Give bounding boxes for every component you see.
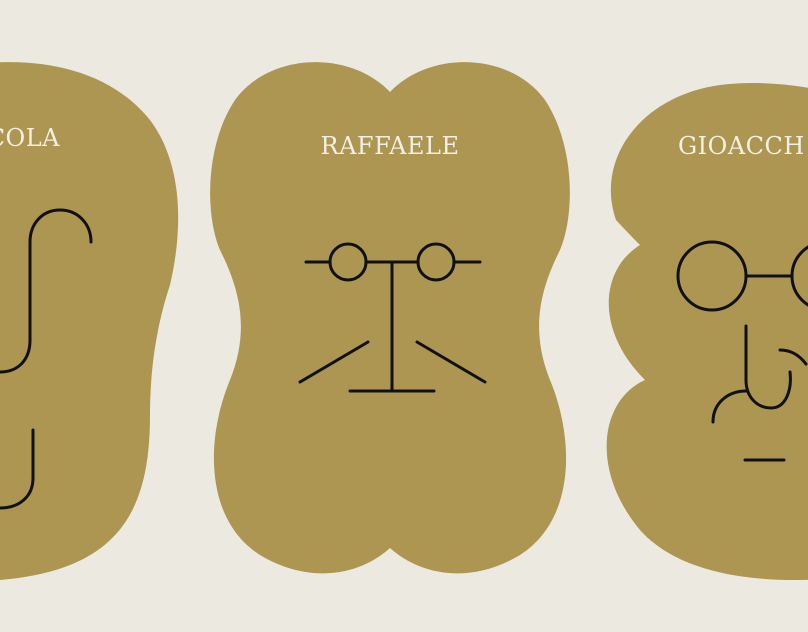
card-left-face-hook [0, 428, 35, 510]
mustache-left [298, 340, 370, 384]
card-raffaele-shape [210, 62, 570, 574]
long-nose-curve [744, 324, 792, 410]
card-raffaele-label: RAFFAELE [321, 132, 460, 160]
mustache-right [415, 340, 487, 384]
card-left-label: COLA [0, 124, 60, 152]
left-cheek-curve [711, 389, 748, 424]
card-left: COLA [0, 62, 179, 580]
card-gioacchino: GIOACCH [606, 83, 808, 581]
right-cheek-curve [778, 348, 808, 366]
round-glasses-right-lens [790, 245, 808, 307]
card-gioacchino-label: GIOACCH [678, 132, 805, 160]
card-gioacchino-shape [606, 83, 808, 581]
card-left-face-curve [0, 208, 93, 374]
card-left-shape [0, 62, 179, 580]
card-raffaele: RAFFAELE [210, 62, 570, 574]
